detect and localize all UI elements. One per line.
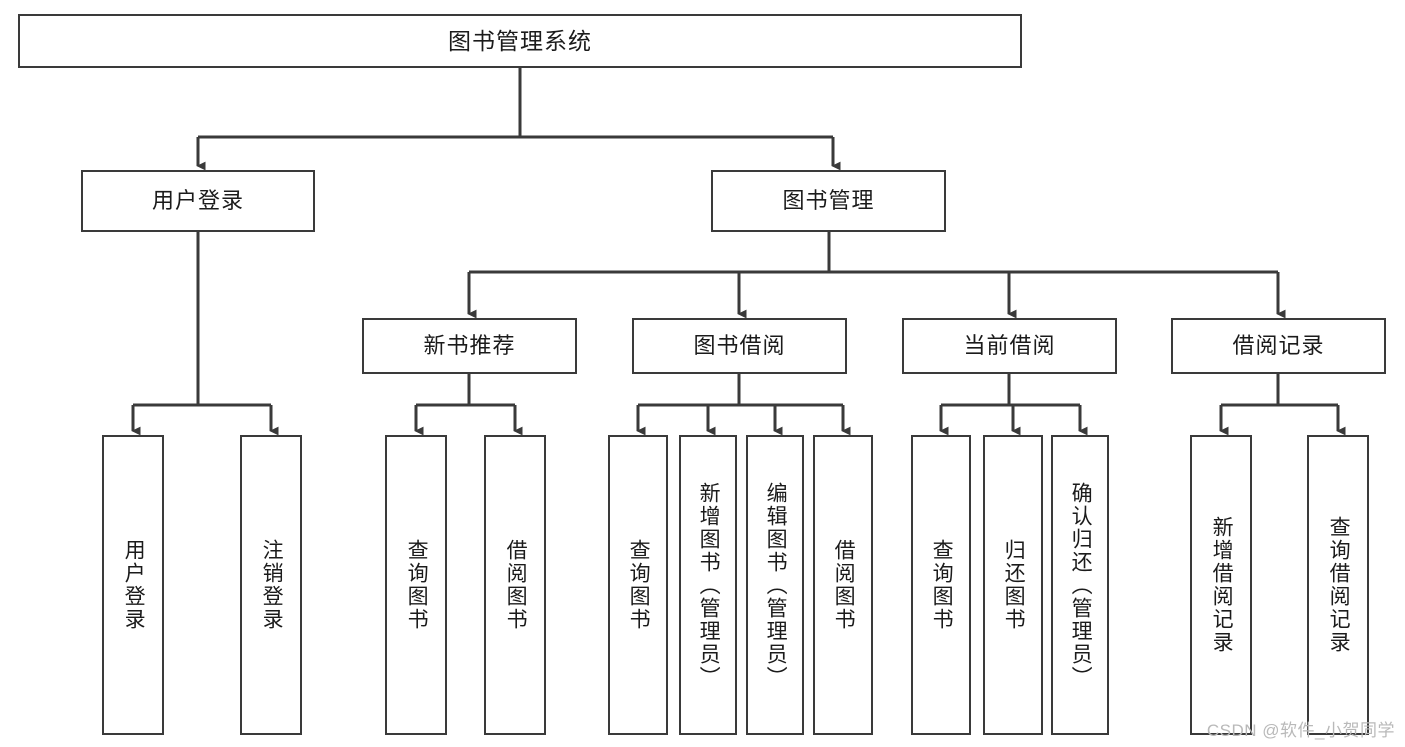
node-label: 新书推荐 bbox=[423, 333, 516, 359]
node-label: 当前借阅 bbox=[963, 333, 1056, 359]
leaf-return-book[interactable]: 归还图书 bbox=[983, 435, 1043, 735]
node-label: 借阅图书 bbox=[832, 539, 856, 631]
leaf-add-book-admin[interactable]: 新增图书（管理员） bbox=[679, 435, 737, 735]
leaf-edit-book-admin[interactable]: 编辑图书（管理员） bbox=[746, 435, 804, 735]
node-current-borrow[interactable]: 当前借阅 bbox=[902, 318, 1117, 374]
leaf-query-book[interactable]: 查询图书 bbox=[608, 435, 668, 735]
node-label: 查询图书 bbox=[405, 539, 429, 631]
node-label: 图书借阅 bbox=[693, 333, 786, 359]
leaf-user-logout[interactable]: 注销登录 bbox=[240, 435, 302, 735]
leaf-query-book-current[interactable]: 查询图书 bbox=[911, 435, 971, 735]
node-label: 注销登录 bbox=[260, 539, 284, 631]
node-label: 图书管理 bbox=[782, 188, 875, 214]
node-label: 编辑图书（管理员） bbox=[764, 481, 788, 689]
node-label: 归还图书 bbox=[1002, 539, 1026, 631]
node-label: 用户登录 bbox=[122, 539, 146, 631]
node-label: 图书管理系统 bbox=[448, 27, 592, 54]
node-book-management[interactable]: 图书管理 bbox=[711, 170, 946, 232]
node-borrow-record[interactable]: 借阅记录 bbox=[1171, 318, 1386, 374]
leaf-borrow-book-recommend[interactable]: 借阅图书 bbox=[484, 435, 546, 735]
node-book-borrow[interactable]: 图书借阅 bbox=[632, 318, 847, 374]
node-label: 查询图书 bbox=[627, 539, 651, 631]
node-label: 借阅图书 bbox=[504, 539, 528, 631]
leaf-confirm-return-admin[interactable]: 确认归还（管理员） bbox=[1051, 435, 1109, 735]
node-user-login[interactable]: 用户登录 bbox=[81, 170, 315, 232]
node-new-book-recommend[interactable]: 新书推荐 bbox=[362, 318, 577, 374]
watermark: CSDN @软件_小贺同学 bbox=[1206, 721, 1395, 740]
node-label: 新增借阅记录 bbox=[1210, 516, 1234, 654]
leaf-query-book-recommend[interactable]: 查询图书 bbox=[385, 435, 447, 735]
node-label: 查询借阅记录 bbox=[1327, 516, 1351, 654]
node-label: 用户登录 bbox=[151, 188, 244, 214]
node-label: 借阅记录 bbox=[1232, 333, 1325, 359]
node-label: 新增图书（管理员） bbox=[697, 481, 721, 689]
leaf-query-borrow-record[interactable]: 查询借阅记录 bbox=[1307, 435, 1369, 735]
leaf-add-borrow-record[interactable]: 新增借阅记录 bbox=[1190, 435, 1252, 735]
leaf-borrow-book[interactable]: 借阅图书 bbox=[813, 435, 873, 735]
node-root[interactable]: 图书管理系统 bbox=[18, 14, 1022, 68]
leaf-user-login[interactable]: 用户登录 bbox=[102, 435, 164, 735]
node-label: 确认归还（管理员） bbox=[1069, 481, 1093, 689]
node-label: 查询图书 bbox=[930, 539, 954, 631]
